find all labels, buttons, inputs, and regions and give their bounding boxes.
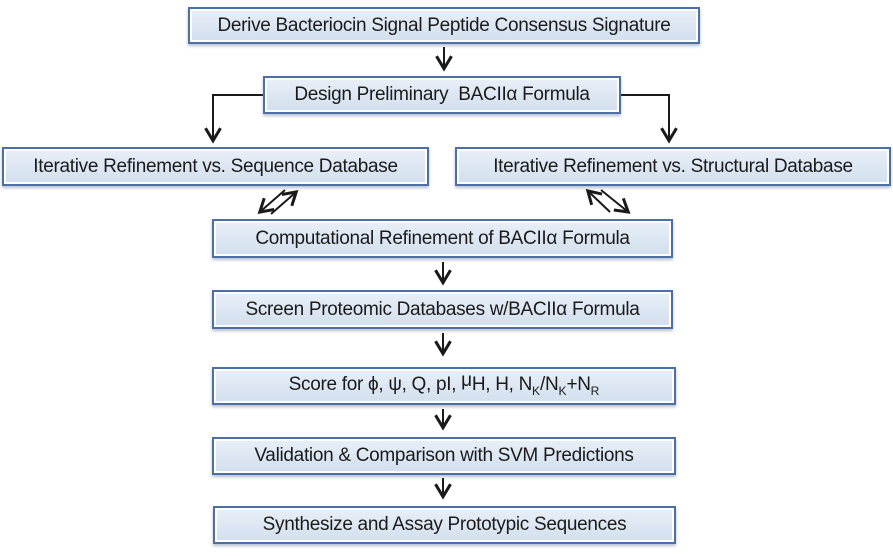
step-label: Validation & Comparison with SVM Predict…: [254, 445, 634, 466]
step-label: Iterative Refinement vs. Sequence Databa…: [33, 155, 398, 177]
bidirectional-arrow-sequence-downleft: [257, 189, 286, 215]
step-label: Computational Refinement of BACIIα Formu…: [255, 227, 630, 249]
mu-symbol: μ: [461, 370, 472, 392]
step-label: Iterative Refinement vs. Structural Data…: [493, 155, 853, 177]
step-computational-refinement: Computational Refinement of BACIIα Formu…: [212, 219, 673, 258]
step-screen-proteomic-databases: Screen Proteomic Databases w/BACIIα Form…: [212, 290, 673, 329]
step-label: Synthesize and Assay Prototypic Sequence…: [262, 514, 627, 535]
subscript-k: K: [532, 383, 541, 398]
step-validation-svm: Validation & Comparison with SVM Predict…: [212, 437, 676, 475]
step-iterative-refinement-structural: Iterative Refinement vs. Structural Data…: [455, 147, 891, 186]
bidirectional-arrow-structural-upleft: [585, 188, 611, 213]
score-plus: +N: [566, 374, 591, 396]
bidirectional-arrow-sequence-upright: [270, 189, 299, 215]
step-iterative-refinement-sequence: Iterative Refinement vs. Sequence Databa…: [2, 147, 429, 186]
step-design-preliminary-formula: Design Preliminary BACIIα Formula: [263, 76, 621, 114]
step-synthesize-assay: Synthesize and Assay Prototypic Sequence…: [213, 506, 676, 544]
connector-design-to-sequence: [204, 94, 263, 144]
step-label: Score for ϕ, ψ, Q, pI, μH, H, NK/NK+NR: [288, 370, 600, 398]
step-label: Screen Proteomic Databases w/BACIIα Form…: [245, 298, 640, 320]
connector-design-to-structural: [621, 94, 678, 144]
score-slash: /N: [540, 374, 559, 396]
bidirectional-arrow-structural-downright: [600, 189, 631, 214]
subscript-r: R: [590, 383, 600, 398]
step-score-parameters: Score for ϕ, ψ, Q, pI, μH, H, NK/NK+NR: [212, 367, 676, 405]
score-prefix: Score for ϕ, ψ, Q, pI,: [288, 374, 462, 396]
step-label: Derive Bacteriocin Signal Peptide Consen…: [217, 14, 671, 36]
score-mid: H, H, N: [471, 374, 533, 396]
step-derive-consensus-signature: Derive Bacteriocin Signal Peptide Consen…: [188, 7, 700, 44]
step-label: Design Preliminary BACIIα Formula: [294, 84, 590, 105]
subscript-k: K: [558, 383, 567, 398]
